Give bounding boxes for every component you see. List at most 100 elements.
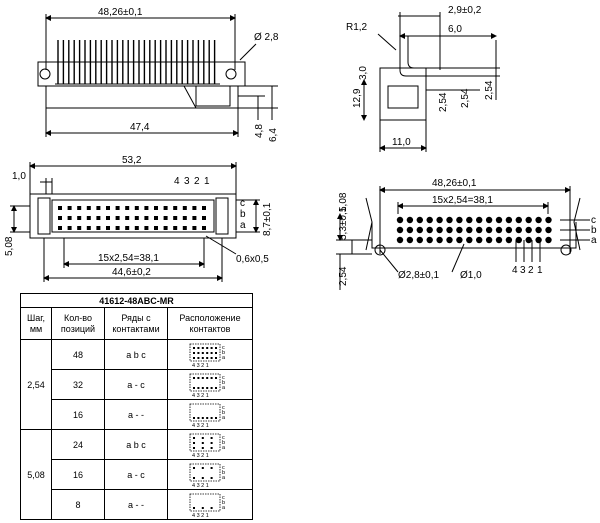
foot-row-b: b <box>591 225 597 236</box>
side-radius-label: R1,2 <box>346 22 368 33</box>
table-title: 41612-48ABC-MR <box>20 293 253 308</box>
mini-pin <box>210 351 213 354</box>
front-pin <box>115 216 120 220</box>
mini-row-label: c <box>222 465 225 471</box>
footprint-hole <box>545 216 552 224</box>
front-pin <box>67 226 72 230</box>
mini-frame <box>189 433 221 451</box>
mini-row-label: b <box>222 380 225 386</box>
mini-pin-numbers: 4 3 2 1 <box>192 513 209 518</box>
front-10-label: 1,0 <box>12 171 26 182</box>
mini-row-label: c <box>222 345 225 351</box>
mini-row-label: a <box>222 505 226 511</box>
footprint-hole <box>505 236 513 244</box>
front-pin <box>173 226 178 230</box>
footprint-hole <box>466 226 473 234</box>
mini-pin <box>215 416 217 419</box>
footprint-hole <box>495 216 503 224</box>
mini-pin <box>193 356 195 359</box>
footprint-view <box>336 186 590 290</box>
mini-row-label: b <box>222 440 225 446</box>
mini-pin <box>210 376 213 379</box>
top-body-label: 47,4 <box>130 122 150 133</box>
rows-cell: a - c <box>104 369 168 400</box>
rows-cell: a - - <box>104 489 168 520</box>
front-pin <box>192 216 197 220</box>
foot-pitch-label: 15x2,54=38,1 <box>432 195 493 206</box>
mini-row-label: a <box>222 445 226 451</box>
footprint-hole <box>525 216 532 224</box>
mini-pin <box>201 351 204 354</box>
side-60-label: 6,0 <box>448 24 462 35</box>
mini-pin <box>201 416 204 419</box>
front-pin <box>192 226 197 230</box>
front-pin <box>96 226 101 230</box>
mini-pin-numbers: 4 3 2 1 <box>192 393 209 398</box>
foot-pin-hole-label: Ø1,0 <box>460 270 482 281</box>
mini-pin <box>201 466 204 469</box>
foot-row-a: a <box>591 235 597 246</box>
front-pin <box>202 206 206 210</box>
footprint-hole <box>505 226 513 234</box>
rows-cell: a - c <box>104 459 168 490</box>
mini-pin <box>206 386 209 389</box>
front-pin <box>77 216 82 220</box>
footprint-hole <box>406 236 414 244</box>
mini-row-label: c <box>222 435 225 441</box>
front-pin <box>154 226 158 230</box>
mini-pin <box>197 351 200 354</box>
mini-pin <box>201 356 204 359</box>
mini-frame <box>189 343 221 361</box>
footprint-hole <box>436 236 443 244</box>
mini-pin <box>215 351 217 354</box>
mini-pin <box>201 441 204 444</box>
footprint-hole <box>545 226 552 234</box>
front-pin <box>86 216 91 220</box>
mini-frame <box>189 373 221 391</box>
front-width-label: 53,2 <box>122 155 142 166</box>
footprint-hole <box>426 216 433 224</box>
mini-pin <box>215 376 217 379</box>
side-29-label: 2,9±0,2 <box>448 5 482 16</box>
footprint-hole <box>485 226 493 234</box>
foot-53-label: 5,3±0,1 <box>338 206 349 240</box>
front-pin <box>106 216 110 220</box>
footprint-hole <box>515 216 522 224</box>
count-cell: 16 <box>51 459 105 490</box>
side-30-label: 3,0 <box>358 66 369 80</box>
rows-cell: a b c <box>104 339 168 370</box>
footprint-hole <box>456 236 463 244</box>
front-pin <box>125 216 130 220</box>
footprint-hole <box>485 216 493 224</box>
mini-pin <box>201 446 204 449</box>
foot-508-label: 5,08 <box>338 192 349 212</box>
footprint-hole <box>396 216 404 224</box>
front-pin <box>96 206 101 210</box>
mini-pin <box>193 446 195 449</box>
footprint-hole <box>446 236 453 244</box>
mini-pin <box>210 446 213 449</box>
front-pin-3: 3 <box>184 176 190 187</box>
front-pin <box>144 206 149 210</box>
footprint-hole <box>416 216 423 224</box>
mini-pin <box>193 476 195 479</box>
front-pin <box>67 216 72 220</box>
mini-pin <box>201 386 204 389</box>
spec-table: 41612-48ABC-MR Шаг, мм Кол-во позиций Ря… <box>20 293 253 520</box>
front-pin <box>86 206 91 210</box>
count-cell: 16 <box>51 399 105 430</box>
foot-pin-2: 2 <box>528 265 534 276</box>
count-cell: 48 <box>51 339 105 370</box>
mini-pin <box>210 506 213 509</box>
footprint-hole <box>446 226 453 234</box>
mini-row-label: b <box>222 410 225 416</box>
mini-pin <box>197 346 200 349</box>
footprint-hole <box>456 226 463 234</box>
mini-row-label: a <box>222 385 226 391</box>
mini-pin <box>210 436 213 439</box>
front-pin <box>163 216 168 220</box>
